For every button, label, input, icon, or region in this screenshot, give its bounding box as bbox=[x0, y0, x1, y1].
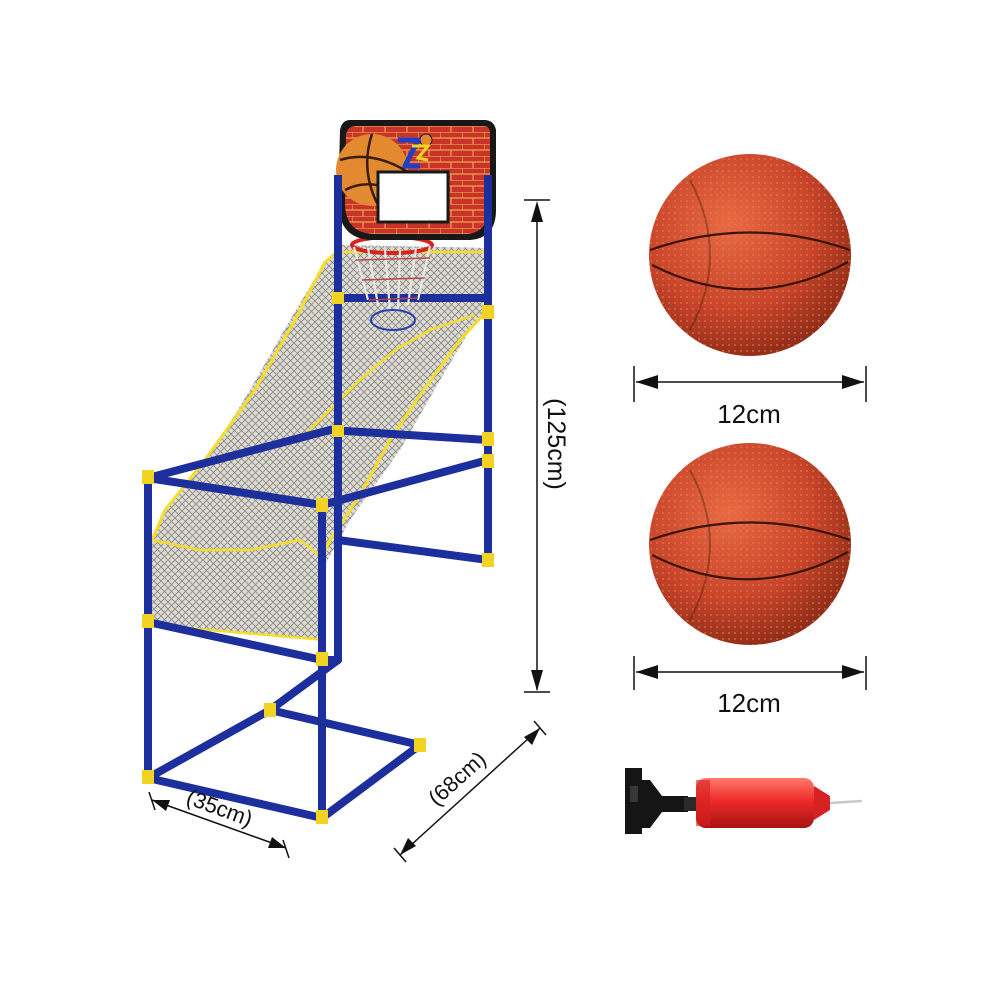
height-label: (125cm) bbox=[542, 398, 570, 490]
frame-tubes bbox=[144, 236, 492, 824]
air-pump-icon bbox=[625, 768, 863, 834]
ball-top-size: 12cm bbox=[717, 399, 781, 429]
basketball-icon bbox=[649, 154, 851, 356]
ball-bottom-dimension: 12cm bbox=[633, 656, 867, 718]
depth-label: (68cm) bbox=[423, 746, 491, 810]
basketball-arcade-stand bbox=[142, 120, 496, 824]
ball-bottom-size: 12cm bbox=[717, 688, 781, 718]
basketball-icon bbox=[649, 443, 851, 645]
backboard bbox=[336, 120, 496, 240]
basketball-logo-icon bbox=[398, 133, 433, 169]
frame-joints bbox=[142, 292, 494, 824]
ball-top-dimension: 12cm bbox=[633, 366, 867, 429]
width-dimension: (35cm) bbox=[148, 785, 290, 859]
height-dimension: (125cm) bbox=[524, 199, 570, 693]
